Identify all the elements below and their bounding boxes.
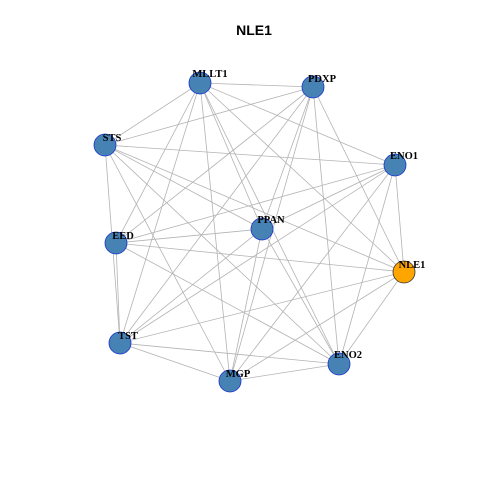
edge-eed-eno2 [115,242,340,365]
edge-eno1-eno2 [338,164,396,365]
edge-ppan-tst [119,228,263,344]
edge-eno1-tst [119,164,396,344]
graph-title: NLE1 [236,22,272,38]
node-nle1 [392,260,416,284]
edge-ppan-mgp [229,228,263,382]
edge-mllt1-pdxp [199,82,314,88]
node-label-eno1: ENO1 [390,151,418,162]
node-mllt1 [188,71,212,95]
edge-sts-ppan [104,144,263,230]
node-mgp [218,369,242,393]
edge-tst-mgp [119,342,231,382]
edge-mllt1-tst [119,82,201,344]
node-eno2 [327,352,351,376]
edge-sts-eno1 [104,144,396,166]
node-label-tst: TST [118,331,138,342]
node-pdxp [301,75,325,99]
node-label-mgp: MGP [226,369,251,380]
edges-layer [104,82,405,382]
node-ppan [250,217,274,241]
edge-nle1-mgp [229,271,405,382]
edge-mllt1-nle1 [199,82,405,273]
edge-mllt1-mgp [199,82,231,382]
edge-pdxp-eno2 [312,86,340,365]
node-eno1 [383,153,407,177]
edge-eno1-eed [115,164,396,244]
edge-ppan-eno2 [261,228,340,365]
node-label-pdxp: PDXP [308,74,337,85]
edge-pdxp-ppan [261,86,314,230]
edge-mllt1-eno1 [199,82,396,166]
nodes-layer [93,71,416,393]
edge-sts-nle1 [104,144,405,273]
edge-pdxp-nle1 [312,86,405,273]
edge-ppan-eed [115,228,263,244]
edge-mllt1-sts [104,82,201,146]
edge-sts-mgp [104,144,231,382]
node-label-mllt1: MLLT1 [192,69,227,80]
node-sts [93,133,117,157]
edge-pdxp-sts [104,86,314,146]
edge-eed-nle1 [115,242,405,273]
edge-eno2-mgp [229,363,340,382]
node-label-eed: EED [112,231,134,242]
edge-pdxp-eed [115,86,314,244]
node-label-eno2: ENO2 [334,350,362,361]
edge-mllt1-eed [115,82,201,244]
edge-nle1-tst [119,271,405,344]
node-label-nle1: NLE1 [399,260,426,271]
edge-nle1-eno2 [338,271,405,365]
edge-eno1-mgp [229,164,396,382]
node-label-ppan: PPAN [257,215,285,226]
edge-eno1-ppan [261,164,396,230]
edge-sts-eno2 [104,144,340,365]
edge-eno1-nle1 [394,164,405,273]
node-eed [104,231,128,255]
node-label-sts: STS [103,133,122,144]
edge-tst-eno2 [119,342,340,365]
edge-eed-tst [115,242,121,344]
node-tst [108,331,132,355]
